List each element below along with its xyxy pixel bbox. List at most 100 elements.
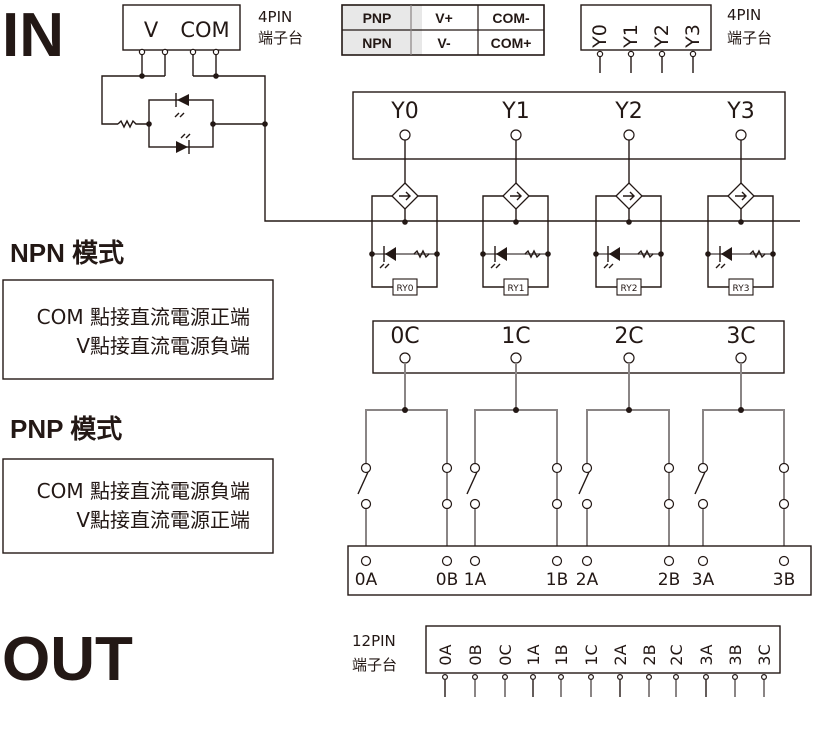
y-pin [623, 129, 635, 141]
relay-driver-circuit: RY0 [369, 182, 440, 296]
terminal-pin [138, 48, 146, 56]
relay-label: RY2 [621, 284, 638, 294]
led-diode-icon [721, 247, 732, 261]
y-terminal-block: 4PIN 端子台 [580, 4, 772, 51]
y-pin-count: 4PIN [727, 6, 761, 24]
terminal-pin [731, 673, 738, 680]
output-terminal-type: 端子台 [352, 656, 397, 674]
contact-label: 1A [464, 570, 487, 590]
output-pin-count: 12PIN [352, 632, 396, 650]
contact-label: 0B [436, 570, 458, 590]
y-pin [399, 129, 411, 141]
terminal-pin [502, 673, 509, 680]
relay-coil [503, 278, 529, 296]
relay-coil [392, 278, 418, 296]
contact-label: 3A [692, 570, 715, 590]
terminal-pin [645, 673, 652, 680]
output-terminal-label: 2A [611, 644, 630, 665]
contact-pin [469, 555, 481, 567]
y-block-label: Y0 [390, 99, 418, 124]
pnp-line-1: COM 點接直流電源負端 [37, 479, 250, 503]
output-terminal-label: 0A [436, 644, 455, 665]
y-pin [510, 129, 522, 141]
table-cell: NPN [362, 35, 392, 51]
output-terminal-label: 3A [697, 644, 716, 665]
pnp-description-box [2, 458, 274, 554]
output-terminal-label: 2C [667, 644, 686, 665]
relay-contact-switch [578, 363, 675, 556]
pnp-line-2: V點接直流電源正端 [76, 508, 250, 532]
output-terminal-label: 1A [524, 644, 543, 665]
table-cell: PNP [363, 10, 392, 26]
y-block-label: Y3 [726, 99, 754, 124]
terminal-pin [672, 673, 679, 680]
input-terminal-type: 端子台 [258, 29, 303, 47]
terminal-pin [627, 50, 635, 58]
input-label-com: COM [180, 18, 229, 42]
output-terminal-label: 3C [755, 644, 774, 665]
common-label: 1C [501, 324, 530, 349]
terminal-pin [587, 673, 594, 680]
npn-line-2: V點接直流電源負端 [76, 334, 250, 358]
relay-contact-switch [694, 363, 790, 556]
terminal-pin [161, 48, 169, 56]
contact-label: 1B [546, 570, 568, 590]
terminal-pin [529, 673, 536, 680]
terminal-pin [616, 673, 623, 680]
y-terminal-type: 端子台 [727, 29, 772, 47]
terminal-pin [189, 48, 197, 56]
input-circuit [101, 54, 800, 222]
switch-blade [578, 471, 590, 495]
heading-npn-mode: NPN 模式 [10, 238, 124, 268]
relay-contact-switch [466, 363, 563, 556]
led-diode-icon [176, 141, 188, 153]
output-terminal-label: 2B [640, 644, 659, 665]
input-pin-count: 4PIN [258, 8, 292, 26]
relay-label: RY1 [508, 284, 525, 294]
terminal-pin [596, 50, 604, 58]
terminal-pin [689, 50, 697, 58]
terminal-pin [702, 673, 709, 680]
contact-label: 2A [576, 570, 599, 590]
input-terminal-block: V COM 4PIN 端子台 [122, 4, 303, 51]
heading-in: IN [2, 1, 64, 70]
contact-pin [360, 555, 372, 567]
common-label: 2C [614, 324, 643, 349]
npn-line-1: COM 點接直流電源正端 [37, 305, 250, 329]
relay-label: RY3 [733, 284, 750, 294]
y-terminal-label: Y0 [589, 24, 611, 49]
led-diode-icon [177, 94, 189, 106]
relay-label: RY0 [397, 284, 414, 294]
contact-pin [441, 555, 453, 567]
common-pin [399, 352, 411, 364]
output-terminal-label: 0C [496, 644, 515, 665]
table-cell: V+ [435, 10, 453, 26]
y-terminal-label: Y1 [620, 24, 642, 49]
heading-out: OUT [2, 625, 133, 694]
y-terminal-label: Y3 [682, 24, 704, 49]
npn-description-box [2, 279, 274, 380]
led-diode-icon [609, 247, 620, 261]
switch-blade [357, 471, 369, 495]
common-pin [510, 352, 522, 364]
terminal-pin [760, 673, 767, 680]
relay-contact-switch [357, 363, 453, 556]
common-label: 0C [390, 324, 419, 349]
y-block-label: Y2 [614, 99, 642, 124]
relay-driver-circuit: RY3 [705, 182, 776, 296]
contact-pin [551, 555, 563, 567]
switch-blade [466, 471, 478, 495]
output-terminal-block: 12PIN 端子台 [352, 625, 781, 674]
common-block [372, 320, 785, 374]
table-cell: V- [437, 35, 451, 51]
polarity-table: PNP V+ COM- NPN V- COM+ [341, 4, 545, 56]
contact-pin [697, 555, 709, 567]
y-terminal-label: Y2 [651, 24, 673, 49]
output-terminal-label: 1B [552, 644, 571, 665]
terminal-pin [658, 50, 666, 58]
common-label: 3C [726, 324, 755, 349]
terminal-pin [472, 673, 479, 680]
contact-pin [778, 555, 790, 567]
led-diode-icon [496, 247, 507, 261]
